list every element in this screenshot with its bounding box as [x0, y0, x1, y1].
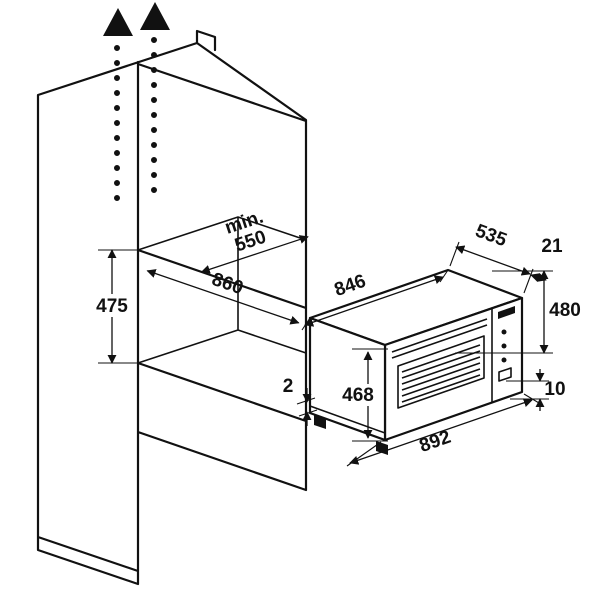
dim-niche-height: 475 [91, 249, 140, 364]
dim-label-side-gap: 2 [283, 376, 294, 397]
dim-line [455, 245, 531, 276]
dim-label-height: 480 [549, 300, 581, 321]
oven-door-grille-frame [397, 335, 485, 409]
oven-control-button [498, 367, 512, 382]
dim-niche-depth: min. 550 [200, 206, 309, 274]
cabinet-outline [36, 29, 308, 586]
oven-control-knob [501, 329, 507, 335]
dim-line [200, 235, 309, 274]
label-background [91, 294, 134, 317]
ventilation-indicator [103, 2, 170, 216]
oven-control-knob [501, 343, 507, 349]
tall-cabinet: 475 min. 550 860 [36, 29, 309, 586]
dim-niche-width: 860 [146, 269, 300, 325]
vent-arrow-up-icon [140, 2, 170, 30]
oven-door-handle [391, 318, 488, 359]
dim-label-overall-width: 892 [417, 427, 454, 457]
dim-label-niche-width: 860 [209, 269, 246, 299]
dim-extension-lines [98, 249, 140, 364]
vent-arrow-up-icon [103, 8, 133, 36]
dim-label-overhang: 21 [541, 236, 563, 257]
dim-line [304, 275, 444, 327]
dim-label-body-width: 846 [332, 271, 369, 301]
oven-display [498, 306, 515, 319]
dim-line [349, 398, 533, 465]
oven-door-grille-slats [401, 344, 481, 403]
dim-side-gap: 2 [283, 376, 318, 426]
dim-label-bottom-gap: 10 [544, 379, 565, 400]
oven-foot [314, 415, 326, 429]
dim-line [146, 269, 300, 325]
dim-bottom-gap: 10 [506, 369, 566, 411]
dim-oven-height: 480 [455, 270, 581, 354]
built-in-oven: 846 535 21 480 468 8 [283, 220, 581, 467]
dim-label-niche-height: 475 [96, 296, 128, 317]
dim-label-front-height: 468 [342, 385, 374, 406]
dim-oven-overhang: 21 [530, 236, 563, 282]
dim-label-depth: 535 [472, 220, 509, 251]
oven-control-knob [501, 357, 507, 363]
